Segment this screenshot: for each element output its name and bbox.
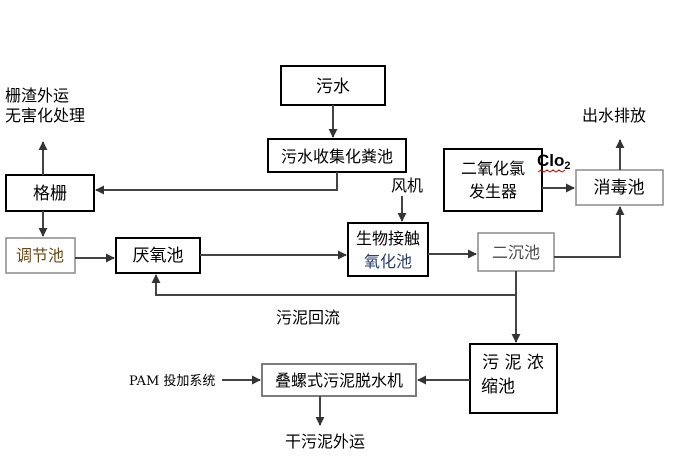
arrow-collection-to-grille [95, 172, 338, 195]
grille-label: 格栅 [33, 184, 67, 204]
sludge-thickener-box [469, 343, 558, 414]
effluent-label: 出水排放 [582, 106, 646, 125]
sludge-thickener-label-1: 污 泥 浓 [482, 353, 544, 373]
screenings-label-2: 无害化处理 [5, 106, 85, 125]
disinfection-tank-box [575, 169, 664, 206]
collection-tank-label: 污水收集化粪池 [281, 147, 393, 166]
contact-oxidation-label-1: 生物接触 [356, 229, 420, 248]
blower-label: 风机 [391, 176, 423, 195]
pam-label: PAM 投加系统 [129, 373, 215, 389]
clo2-generator-box [443, 148, 543, 212]
screenings-label-1: 栅渣外运 [5, 86, 69, 105]
clo2-generator-label-2: 发生器 [469, 182, 517, 201]
disinfection-tank-label: 消毒池 [594, 178, 645, 198]
dewatering-machine-box [261, 363, 417, 397]
contact-oxidation-label-2: 氧化池 [364, 252, 412, 271]
dry-sludge-label: 干污泥外运 [285, 432, 365, 451]
clo2-label: Clo2 [537, 151, 571, 172]
sewage-box [280, 65, 386, 106]
arrow-clarifier-to-disinfection [554, 206, 625, 258]
contact-oxidation-box [347, 222, 429, 277]
sludge-return-label: 污泥回流 [276, 308, 340, 327]
secondary-clarifier-label: 二沉池 [492, 243, 540, 262]
sludge-thickener-label-2: 缩池 [481, 377, 515, 397]
grille-box [5, 174, 95, 212]
clo2-generator-label-1: 二氧化氯 [461, 159, 525, 178]
sewage-label: 污水 [316, 77, 350, 97]
anaerobic-tank-box [115, 237, 201, 274]
dewatering-machine-label: 叠螺式污泥脱水机 [275, 371, 403, 390]
regulating-tank-box [5, 237, 76, 274]
arrow-sludge-return [151, 271, 517, 296]
spellcheck-underline [537, 169, 566, 173]
regulating-tank-label: 调节池 [16, 246, 64, 265]
anaerobic-tank-label: 厌氧池 [133, 246, 184, 266]
